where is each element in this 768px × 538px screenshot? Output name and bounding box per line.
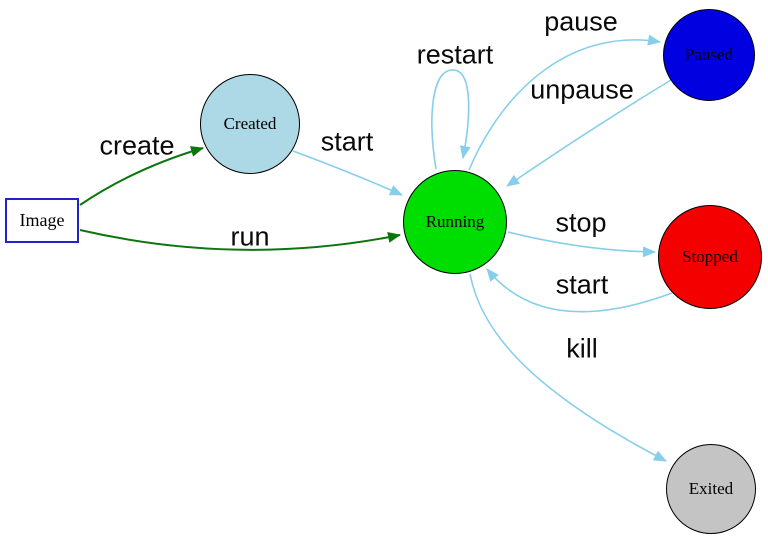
edge-label-restart: restart — [416, 39, 494, 70]
edge-kill — [469, 273, 667, 462]
edge-run — [79, 229, 401, 251]
edge-pause — [468, 34, 661, 171]
node-running-label: Running — [425, 212, 485, 231]
edge-start-stopped-running — [486, 268, 673, 313]
edge-label-pause: pause — [544, 6, 618, 37]
node-created: Created — [200, 74, 300, 174]
edge-stop — [507, 231, 656, 258]
node-created-label: Created — [223, 114, 277, 133]
node-stopped-label: Stopped — [682, 247, 738, 266]
edge-label-kill: kill — [566, 333, 598, 364]
edge-label-run: run — [230, 221, 270, 252]
edge-label-start-top: start — [320, 126, 374, 157]
edge-label-unpause: unpause — [530, 74, 634, 105]
node-image: Image — [5, 198, 79, 243]
node-stopped: Stopped — [658, 205, 762, 309]
node-exited-label: Exited — [688, 479, 734, 498]
node-image-label: Image — [19, 210, 65, 230]
edge-unpause — [506, 79, 672, 187]
node-exited: Exited — [666, 444, 756, 534]
edge-label-create: create — [99, 130, 175, 161]
edge-label-stop: stop — [555, 207, 607, 238]
edge-label-start-bottom: start — [555, 269, 609, 300]
edge-start-created-running — [292, 150, 403, 196]
edge-restart-self-loop — [431, 69, 471, 170]
edge-create — [79, 146, 204, 206]
node-paused-label: Paused — [684, 45, 734, 64]
node-running: Running — [403, 170, 507, 274]
node-paused: Paused — [663, 9, 755, 101]
